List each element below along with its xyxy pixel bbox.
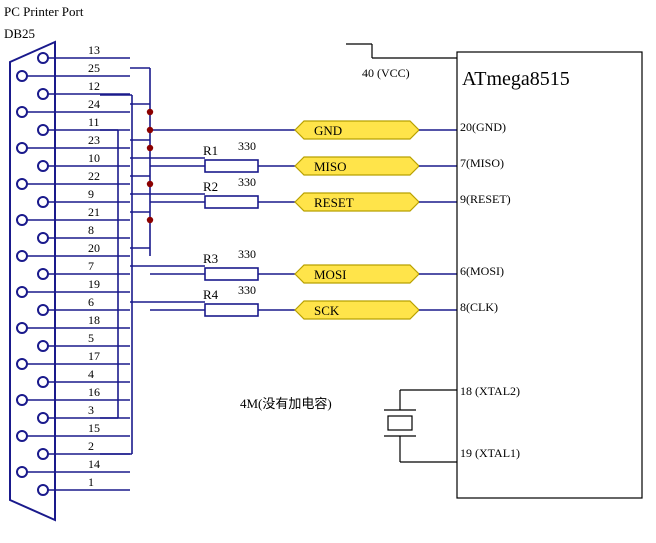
db25-pin-label-21: 21 [88, 205, 100, 219]
db25-pin-label-5: 5 [88, 331, 94, 345]
db25-pin-label-23: 23 [88, 133, 100, 147]
db25-pin-label-12: 12 [88, 79, 100, 93]
db25-pin-label-14: 14 [88, 457, 100, 471]
db25-pin-label-11: 11 [88, 115, 100, 129]
db25-pin-label-15: 15 [88, 421, 100, 435]
db25-pin-24 [16, 106, 28, 118]
signal-mosi: MOSI [294, 264, 457, 284]
db25-pin-label-17: 17 [88, 349, 100, 363]
resistor-r4-name: R4 [203, 287, 219, 302]
resistor-r1-value: 330 [238, 139, 256, 153]
chip-pin-clk: 8(CLK) [460, 300, 498, 314]
db25-pin-2 [37, 448, 49, 460]
header-title: PC Printer Port [4, 4, 84, 19]
db25-pin-label-6: 6 [88, 295, 94, 309]
db25-pin-3 [37, 412, 49, 424]
db25-pin-4 [37, 376, 49, 388]
signal-reset: RESET [294, 192, 457, 212]
db25-pin-label-18: 18 [88, 313, 100, 327]
signal-gnd-label: GND [314, 123, 342, 138]
chip-pin-gnd: 20(GND) [460, 120, 506, 134]
signal-miso: MISO [294, 156, 457, 176]
db25-pin-5 [37, 340, 49, 352]
resistor-r2-value: 330 [238, 175, 256, 189]
resistor-r3-name: R3 [203, 251, 218, 266]
db25-pin-6 [37, 304, 49, 316]
db25-pin-label-8: 8 [88, 223, 94, 237]
db25-pin-16 [16, 394, 28, 406]
chip-body [456, 51, 643, 499]
db25-pin-label-9: 9 [88, 187, 94, 201]
signal-gnd: GND [294, 120, 457, 140]
vcc-symbol [346, 43, 457, 59]
db25-wire-group [27, 57, 130, 491]
db25-pin-label-20: 20 [88, 241, 100, 255]
db25-shell [9, 40, 56, 522]
db25-pin-10 [37, 160, 49, 172]
resistor-r3: R3 330 [150, 247, 259, 281]
resistor-r4-value: 330 [238, 283, 256, 297]
resistor-r2: R2 330 [150, 175, 259, 209]
db25-pin-22 [16, 178, 28, 190]
db25-pin-20 [16, 250, 28, 262]
connector-label: DB25 [4, 26, 35, 41]
crystal-note: 4M(没有加电容) [240, 396, 332, 411]
db25-pin-1 [37, 484, 49, 496]
db25-pin-12 [37, 88, 49, 100]
db25-pin-9 [37, 196, 49, 208]
bus-wires [100, 67, 295, 455]
db25-pin-label-3: 3 [88, 403, 94, 417]
signal-mosi-label: MOSI [314, 267, 347, 282]
db25-pin-8 [37, 232, 49, 244]
db25-pin-label-4: 4 [88, 367, 94, 381]
vcc-label: 40 (VCC) [362, 66, 410, 80]
signal-sck-label: SCK [314, 303, 340, 318]
db25-pin-label-2: 2 [88, 439, 94, 453]
db25-pin-21 [16, 214, 28, 226]
resistor-r1: R1 330 [150, 139, 259, 173]
signal-sck: SCK [294, 300, 457, 320]
db25-pin-19 [16, 286, 28, 298]
db25-pin-label-7: 7 [88, 259, 94, 273]
db25-pin-13 [37, 52, 49, 64]
db25-pin-18 [16, 322, 28, 334]
chip-pin-xtal1: 19 (XTAL1) [460, 446, 520, 460]
chip-pin-miso: 7(MISO) [460, 156, 504, 170]
chip-pin-mosi: 6(MOSI) [460, 264, 504, 278]
resistor-r2-name: R2 [203, 179, 218, 194]
db25-pin-17 [16, 358, 28, 370]
db25-pin-14 [16, 466, 28, 478]
db25-pin-label-10: 10 [88, 151, 100, 165]
db25-pin-11 [37, 124, 49, 136]
db25-pin-23 [16, 142, 28, 154]
db25-pin-25 [16, 70, 28, 82]
db25-pin-label-22: 22 [88, 169, 100, 183]
chip-name: ATmega8515 [462, 68, 570, 90]
db25-pin-label-24: 24 [88, 97, 100, 111]
db25-pin-group: 13 25 12 24 11 23 10 22 9 21 8 20 7 19 6 18 5 17 4 16 3 15 2 14… [16, 43, 100, 496]
db25-pin-label-16: 16 [88, 385, 100, 399]
resistor-r4: R4 330 [150, 283, 259, 317]
junction-dots [146, 108, 154, 224]
chip-pin-reset: 9(RESET) [460, 192, 511, 206]
db25-pin-label-1: 1 [88, 475, 94, 489]
db25-pin-label-19: 19 [88, 277, 100, 291]
signal-reset-label: RESET [314, 195, 354, 210]
db25-pin-label-25: 25 [88, 61, 100, 75]
resistor-r3-value: 330 [238, 247, 256, 261]
crystal-symbol [384, 389, 457, 463]
db25-pin-15 [16, 430, 28, 442]
db25-pin-7 [37, 268, 49, 280]
signal-miso-label: MISO [314, 159, 347, 174]
chip-pin-xtal2: 18 (XTAL2) [460, 384, 520, 398]
resistor-r1-name: R1 [203, 143, 218, 158]
db25-pin-label-13: 13 [88, 43, 100, 57]
